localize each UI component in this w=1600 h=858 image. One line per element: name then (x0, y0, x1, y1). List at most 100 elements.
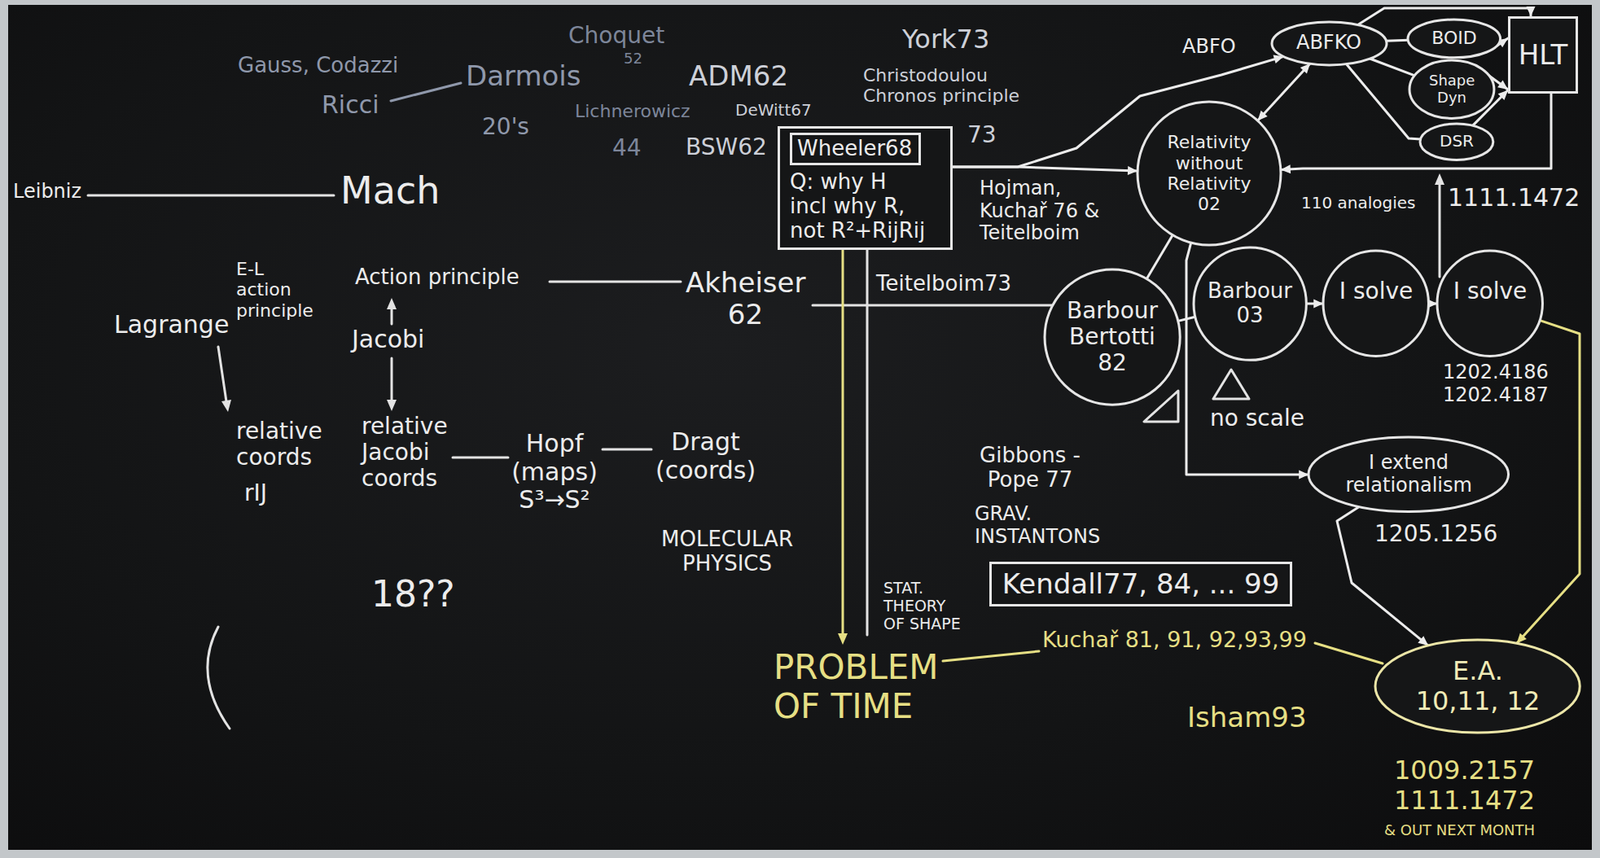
chalk-label: 20's (482, 113, 531, 141)
arrow-head (1516, 633, 1527, 645)
chalk-label: MOLECULAR PHYSICS (661, 527, 794, 577)
chalk-label: Hopf (maps) S³→S² (511, 429, 598, 515)
chalk-label: 52 (623, 50, 644, 68)
chalk-bracket (207, 626, 230, 729)
chalk-label: Darmois (465, 60, 583, 93)
circle-node: E.A. 10,11, 12 (1373, 638, 1582, 735)
node-outline-shape (1420, 123, 1494, 160)
box-node: HLT (1507, 16, 1579, 94)
node-text: I solve (1452, 278, 1528, 305)
node-outline-shape (1271, 21, 1387, 66)
arrow-head (1497, 79, 1508, 90)
chalk-label: Dragt (coords) (655, 428, 756, 485)
chalk-label: Gauss, Codazzi (237, 53, 400, 79)
chalk-label: 1111.1472 (1447, 184, 1582, 213)
chalk-label: Christodoulou Chronos principle (863, 65, 1022, 107)
connector (1369, 58, 1416, 76)
connector-line (1345, 63, 1421, 140)
chalk-line (87, 194, 334, 198)
chalk-label: 73 (967, 122, 998, 149)
arrow-head (386, 298, 397, 310)
circle-node: DSR (1418, 122, 1495, 162)
triangle-sketch (1213, 369, 1250, 399)
chalk-label: Akheiser 62 (685, 267, 806, 331)
chalk-label: GRAV. INSTANTONS (974, 503, 1101, 548)
chalk-label: ADM62 (688, 60, 790, 93)
triangle-sketch (1144, 390, 1179, 422)
connector-line (1146, 235, 1173, 280)
connector (1345, 63, 1421, 140)
node-outline-shape (1437, 250, 1543, 356)
arrow-head (1417, 635, 1429, 646)
connector-line (1186, 242, 1309, 475)
node-outline-shape (1323, 250, 1429, 356)
node-text: I extend relationalism (1345, 451, 1472, 497)
arrow-head (386, 399, 397, 412)
node-outline-shape (1407, 19, 1501, 58)
arrow-head (1127, 166, 1138, 176)
chalk-label: 1205.1256 (1374, 521, 1500, 548)
chalk-line (1315, 643, 1383, 664)
circle-node: Shape Dyn (1407, 58, 1496, 120)
node-text: Wheeler68 (797, 136, 914, 162)
connector (1186, 242, 1309, 479)
arrow-head (1258, 110, 1268, 122)
chalk-label: & OUT NEXT MONTH (1384, 822, 1537, 840)
circle-node: I solve (1321, 249, 1430, 358)
node-outline-shape (1409, 60, 1495, 119)
chalk-label: no scale (1209, 405, 1306, 432)
chalk-label: Lichnerowicz (574, 100, 692, 122)
connector-line (1385, 39, 1408, 41)
chalk-label: York73 (902, 24, 991, 55)
chalk-label: Mach (340, 169, 442, 213)
node-outline-shape (1137, 101, 1281, 246)
node-text: Barbour Bertotti 82 (1066, 298, 1158, 377)
node-text: Shape Dyn (1429, 72, 1475, 106)
arrow-head (221, 399, 232, 413)
connector-line (1258, 63, 1311, 121)
chalk-label: Kuchař 81, 91, 92,93,99 (1042, 626, 1308, 653)
chalk-label: Isham93 (1187, 701, 1308, 734)
chalk-label: 18?? (371, 574, 456, 616)
node-outline-shape (1375, 640, 1580, 733)
connector-line (1369, 58, 1416, 76)
chalk-line (390, 83, 461, 101)
chalk-label: 1009.2157 1111.1472 (1393, 755, 1535, 816)
chalk-arrow (218, 346, 228, 408)
node-text: Relativity without Relativity 02 (1167, 131, 1252, 215)
chalk-arrow (390, 358, 394, 406)
chalk-label: relative coords (236, 418, 323, 471)
chalk-line (942, 651, 1039, 662)
chalk-label: 110 analogies (1301, 193, 1417, 213)
node-outline-shape (1193, 247, 1307, 360)
chalk-label: Hojman, Kuchař 76 & Teitelboim (979, 177, 1101, 246)
arrow-head (1526, 6, 1536, 17)
chalk-line (812, 304, 1053, 307)
circle-node: Barbour Bertotti 82 (1043, 267, 1182, 407)
circle-node: Relativity without Relativity 02 (1135, 100, 1283, 247)
chalk-label: Leibniz (13, 180, 84, 204)
chalk-label: BSW62 (685, 134, 768, 161)
chalk-label: E-L action principle (236, 258, 314, 321)
chalk-label: rIJ (244, 480, 269, 507)
node-text: Kendall77, 84, ... 99 (1001, 568, 1280, 601)
chalk-label: Lagrange (113, 311, 231, 340)
node-text: E.A. 10,11, 12 (1415, 656, 1541, 717)
arrow-head (1298, 469, 1309, 479)
box-node: Kendall77, 84, ... 99 (989, 561, 1293, 607)
chalk-label: Jacobi (351, 325, 426, 355)
box-node: Q: why H incl why R, not R²+RijRijWheele… (777, 126, 953, 250)
node-text: HLT (1517, 39, 1569, 71)
chalk-line (866, 244, 869, 636)
circle-node: BOID (1406, 17, 1503, 60)
arrow-head (1313, 298, 1324, 308)
connector (1385, 39, 1408, 41)
node-text: DSR (1438, 131, 1474, 151)
chalk-label: DeWitt67 (735, 100, 813, 120)
chalk-line (549, 280, 681, 284)
connector (1306, 298, 1324, 308)
arrow-head (1300, 63, 1311, 75)
node-text: Barbour 03 (1207, 279, 1293, 329)
chalk-label: ABFO (1182, 35, 1237, 59)
